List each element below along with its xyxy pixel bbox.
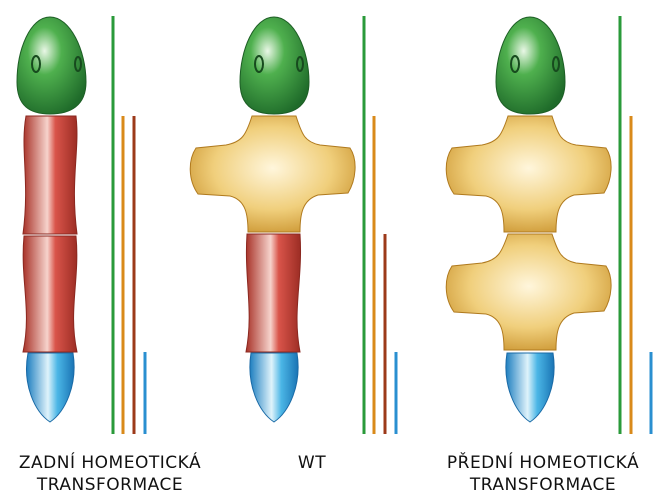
panel-posterior bbox=[17, 16, 145, 434]
tail-segment bbox=[506, 353, 554, 422]
yellow-segment-upper bbox=[446, 116, 611, 232]
caption-posterior-line1: ZADNÍ HOMEOTICKÁ bbox=[0, 452, 225, 474]
gene-bars-wt bbox=[364, 16, 396, 434]
panel-wt bbox=[190, 16, 396, 434]
head-segment bbox=[240, 17, 309, 114]
red-segment-lower bbox=[23, 236, 77, 352]
gene-bars-posterior bbox=[113, 16, 145, 434]
tail-segment bbox=[250, 353, 298, 422]
caption-posterior: ZADNÍ HOMEOTICKÁ TRANSFORMACE bbox=[0, 452, 225, 496]
caption-anterior: PŘEDNÍ HOMEOTICKÁ TRANSFORMACE bbox=[428, 452, 654, 496]
larva-wt bbox=[190, 17, 355, 422]
caption-anterior-line1: PŘEDNÍ HOMEOTICKÁ bbox=[428, 452, 654, 474]
red-segment-upper bbox=[23, 116, 77, 234]
gene-bars-anterior bbox=[620, 16, 651, 434]
caption-posterior-line2: TRANSFORMACE bbox=[0, 474, 225, 496]
panel-anterior bbox=[446, 16, 651, 434]
larva-posterior bbox=[17, 17, 86, 422]
caption-wt: WT bbox=[197, 452, 427, 474]
caption-wt-line1: WT bbox=[197, 452, 427, 474]
caption-anterior-line2: TRANSFORMACE bbox=[428, 474, 654, 496]
yellow-segment-lower bbox=[446, 234, 611, 350]
larva-anterior bbox=[446, 17, 611, 422]
tail-segment bbox=[27, 353, 75, 422]
red-segment bbox=[246, 234, 301, 352]
head-segment bbox=[496, 17, 565, 114]
yellow-segment bbox=[190, 116, 355, 232]
